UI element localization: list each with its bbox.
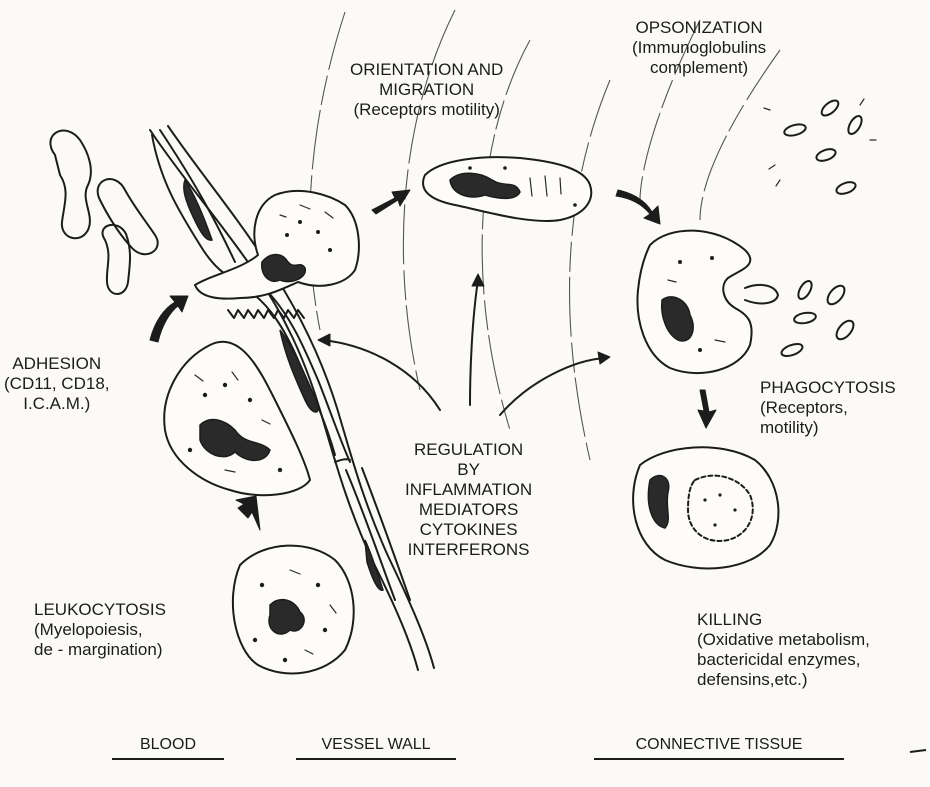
opsonization-label: OPSONIZATION (Immunoglobulins complement… <box>632 18 766 78</box>
migrating-cell-in-wall <box>195 191 359 299</box>
killing-label: KILLING (Oxidative metabolism, bacterici… <box>697 610 870 690</box>
red-blood-cells <box>50 131 157 294</box>
phagocytic-cell <box>637 231 778 373</box>
regulation-arrows <box>318 274 610 415</box>
regulation-label: REGULATION BY INFLAMMATION MEDIATORS CYT… <box>405 440 532 560</box>
circulating-leukocyte <box>233 546 354 674</box>
bacteria <box>764 98 876 359</box>
stray-mark <box>910 750 926 752</box>
zone-connective-tissue: CONNECTIVE TISSUE <box>594 736 844 760</box>
killing-cell <box>633 447 778 568</box>
orientation-migration-label: ORIENTATION AND MIGRATION (Receptors mot… <box>350 60 503 120</box>
migrating-tissue-cell <box>423 157 591 221</box>
leukocytosis-label: LEUKOCYTOSIS (Myelopoiesis, de - margina… <box>34 600 166 660</box>
zone-vessel-wall: VESSEL WALL <box>296 736 456 760</box>
phagocytosis-label: PHAGOCYTOSIS (Receptors, motility) <box>760 378 896 438</box>
zone-blood: BLOOD <box>112 736 224 760</box>
adhesion-label: ADHESION (CD11, CD18, I.C.A.M.) <box>4 354 110 414</box>
